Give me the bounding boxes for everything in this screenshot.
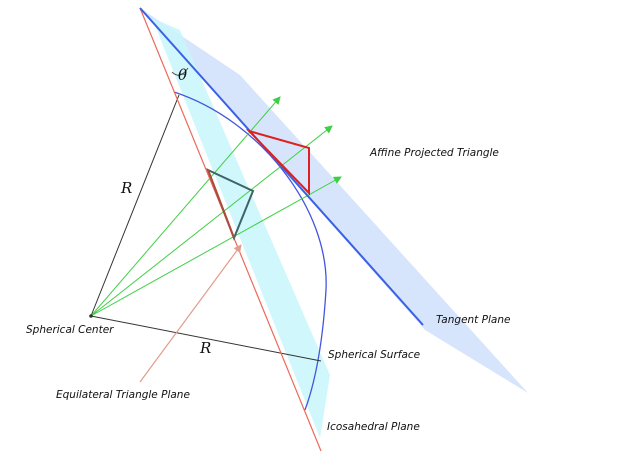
equilateral-plane-pointer <box>139 244 242 383</box>
radius-line-lower <box>90 315 322 362</box>
spherical-center-point <box>89 314 93 318</box>
radius-line-upper <box>90 94 180 317</box>
equilateral-triangle-edge <box>207 169 235 239</box>
radius-label-upper: R <box>120 179 132 197</box>
projection-ray-1 <box>90 96 281 317</box>
affine-projected-triangle <box>245 129 310 196</box>
equilateral-triangle-plane-label: Equilateral Triangle Plane <box>56 389 190 401</box>
theta-angle-arc <box>171 67 189 76</box>
tangent-plane <box>140 8 528 393</box>
tangent-plane-label: Tangent Plane <box>436 314 510 326</box>
projection-ray-3 <box>90 176 342 317</box>
radius-label-lower: R <box>199 339 211 357</box>
tangent-plane-line <box>139 7 424 326</box>
spherical-surface-label: Spherical Surface <box>328 349 420 361</box>
icosahedral-plane-label: Icosahedral Plane <box>327 421 420 433</box>
projection-ray-2 <box>90 125 333 317</box>
spherical-surface-arc <box>173 91 327 411</box>
spherical-center-label: Spherical Center <box>26 324 114 336</box>
affine-projected-triangle-label: Affine Projected Triangle <box>369 147 499 159</box>
theta-label: θ <box>178 66 187 84</box>
icosahedral-plane <box>152 18 330 438</box>
